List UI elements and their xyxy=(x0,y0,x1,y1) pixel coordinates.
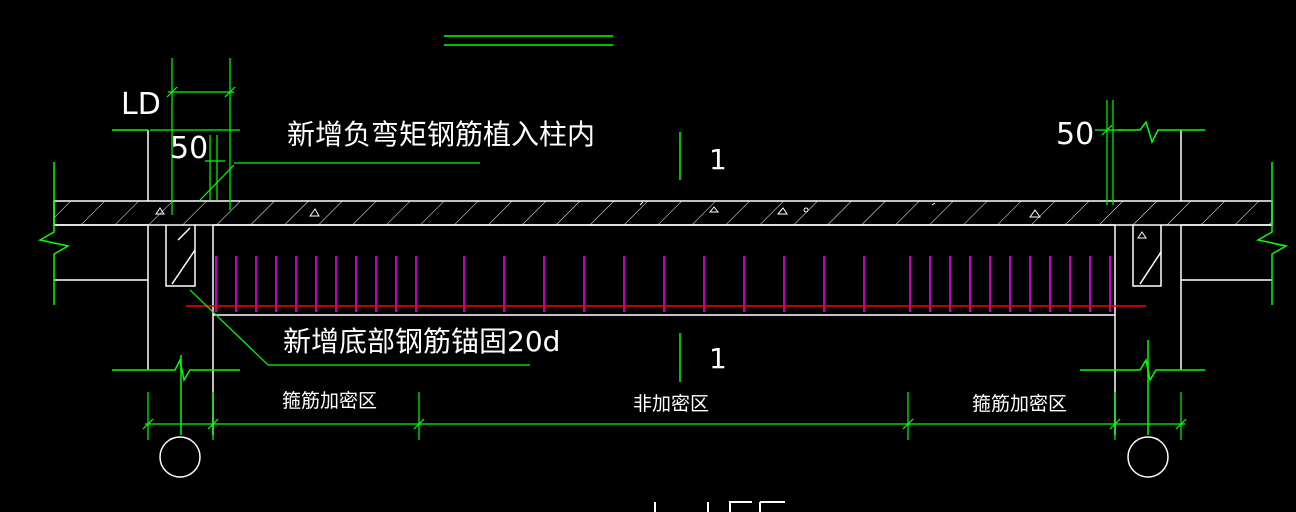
cut-off-title xyxy=(654,501,785,512)
ld-dimension-label: LD xyxy=(121,87,161,122)
axis-bubble-left xyxy=(159,436,201,478)
axis-bubble-right xyxy=(1127,436,1169,478)
zone-label-right: 箍筋加密区 xyxy=(972,393,1067,415)
section-mark-top: 1 xyxy=(709,143,727,176)
right-50-label: 50 xyxy=(1056,117,1094,152)
axis-bubbles xyxy=(159,436,1169,478)
right-dimensions xyxy=(1095,100,1122,205)
bottom-note-label: 新增底部钢筋锚固20d xyxy=(283,325,560,358)
zone-label-left: 箍筋加密区 xyxy=(282,390,377,412)
zone-dimension-line xyxy=(142,392,1187,440)
concrete-slab xyxy=(53,200,1273,239)
section-mark-bottom: 1 xyxy=(709,342,727,375)
top-note-label: 新增负弯矩钢筋植入柱内 xyxy=(287,118,595,151)
aggregate-marks xyxy=(155,201,1147,239)
left-column xyxy=(54,130,196,370)
leader-lines xyxy=(189,162,530,366)
break-lines xyxy=(37,120,1289,435)
zone-label-middle: 非加密区 xyxy=(633,393,709,415)
right-column xyxy=(1132,130,1272,370)
left-50-label: 50 xyxy=(170,131,208,166)
left-dimensions xyxy=(150,58,240,215)
title-underline xyxy=(444,35,613,46)
stirrups xyxy=(215,256,1111,312)
